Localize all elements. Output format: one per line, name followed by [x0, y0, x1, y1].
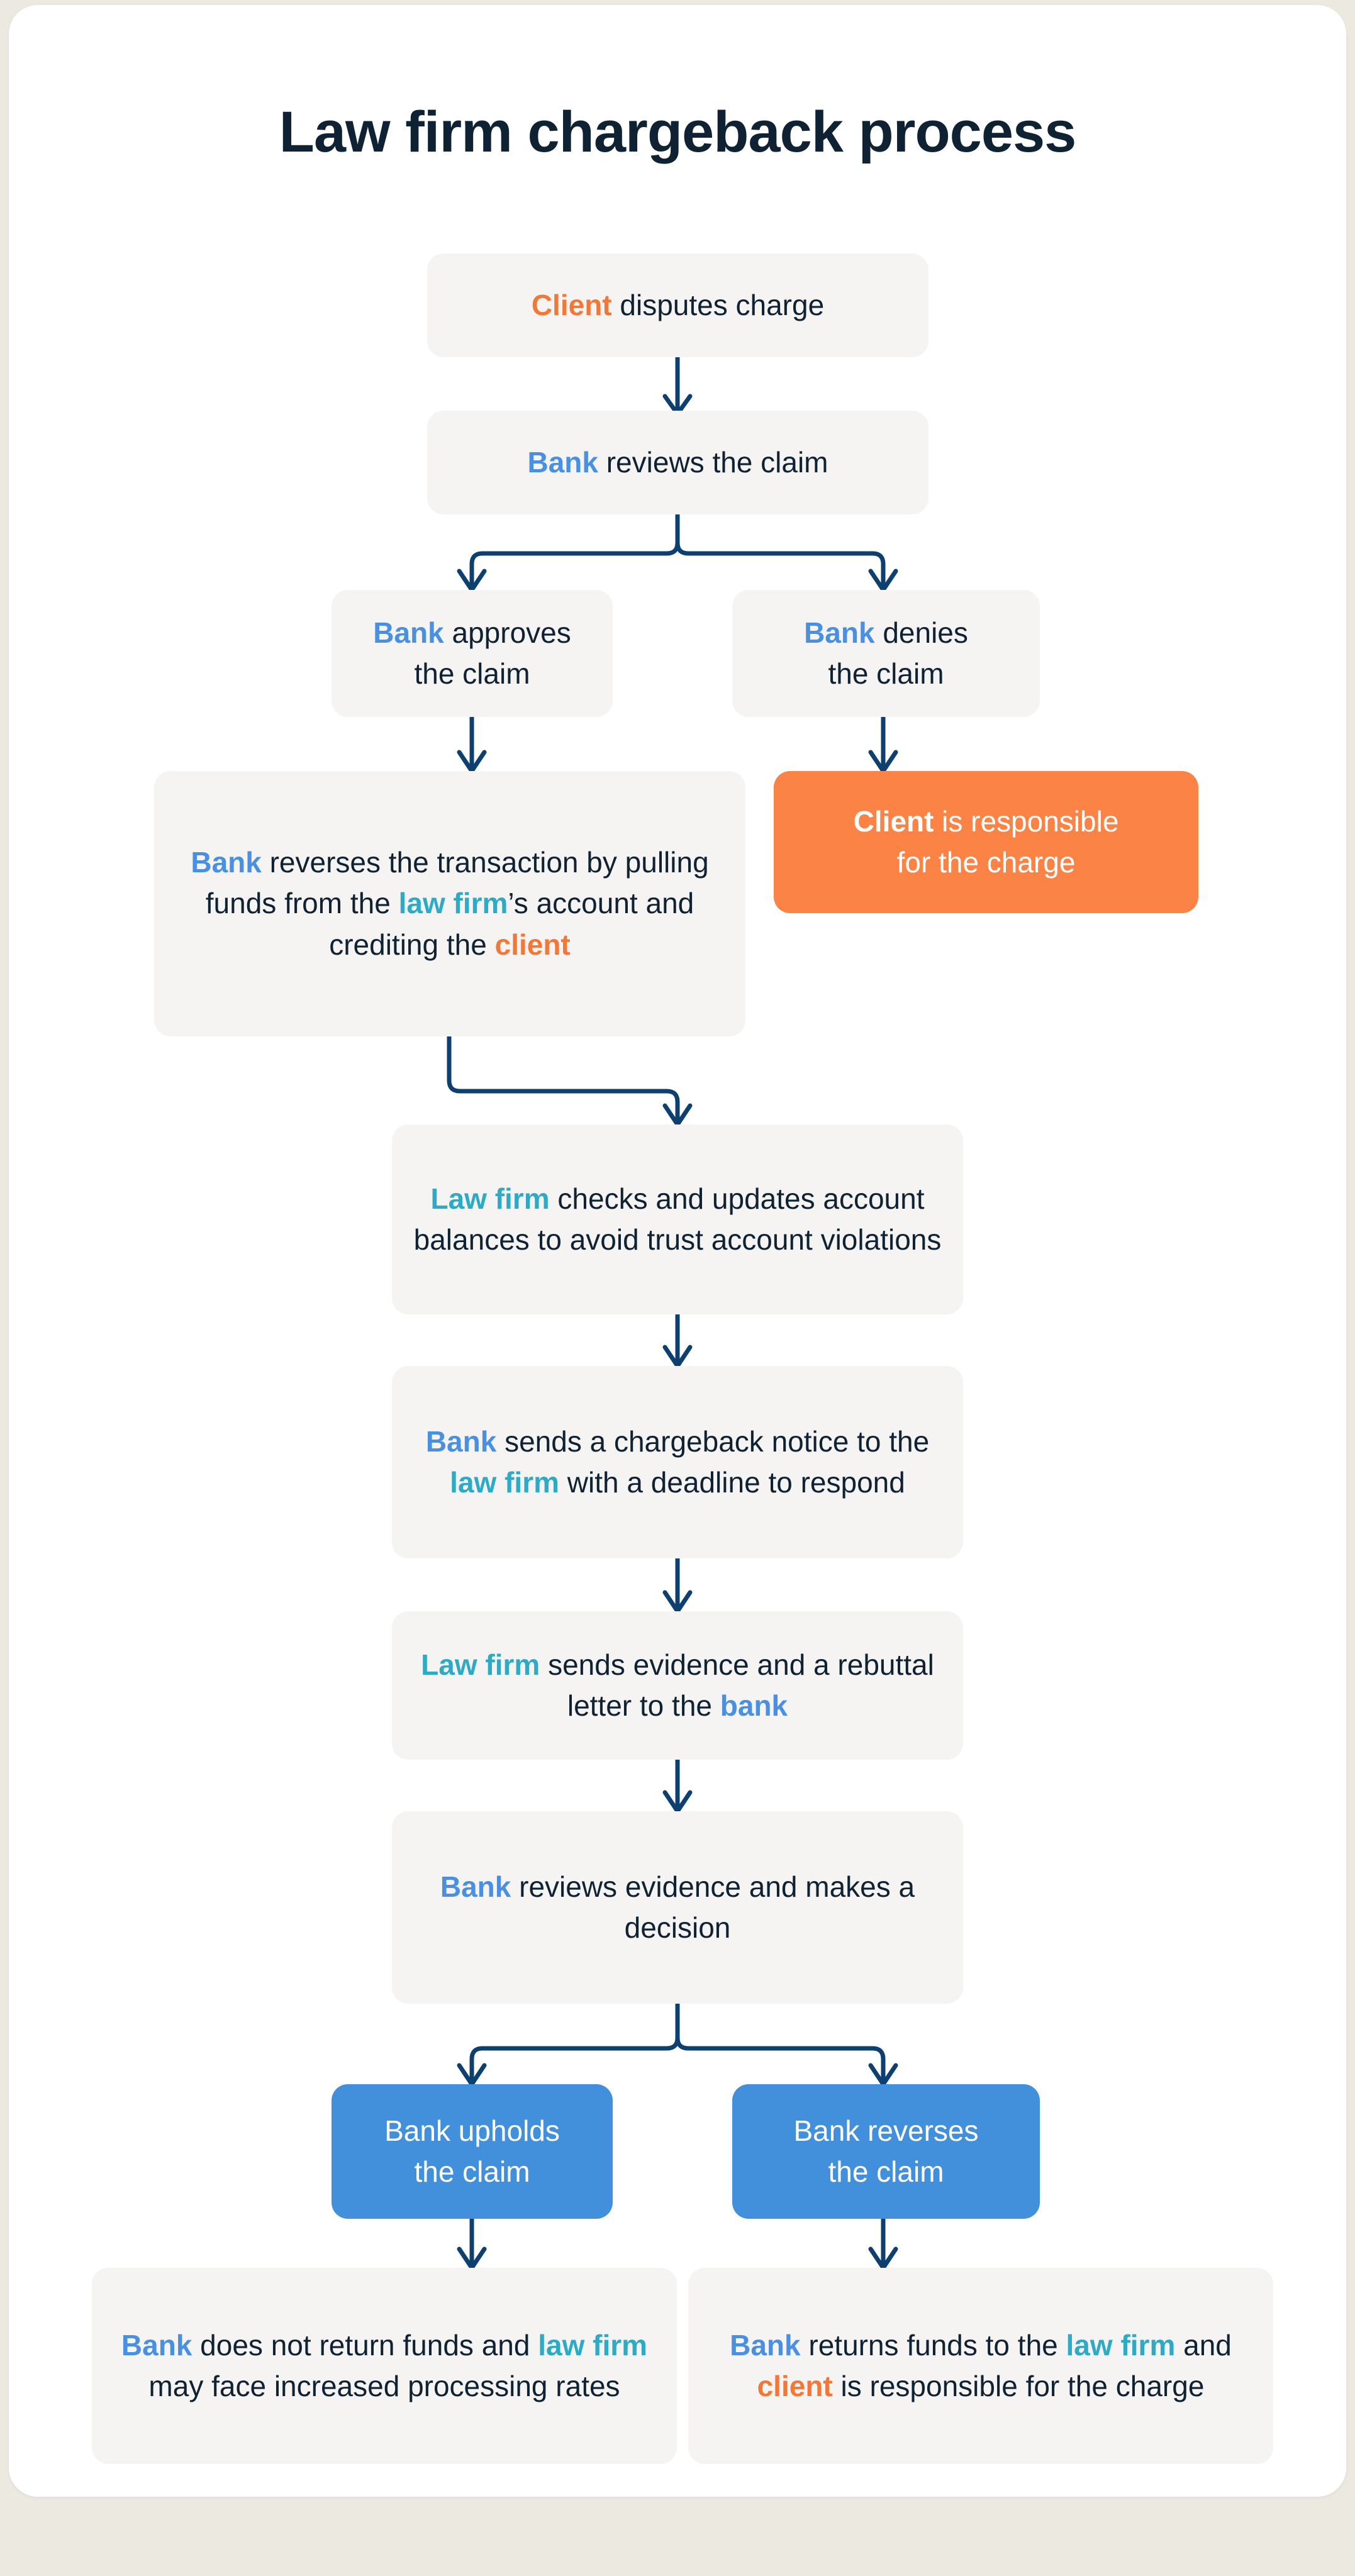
- node-bank-reviews-evidence[interactable]: Bank reviews evidence and makes a decisi…: [392, 1811, 963, 2004]
- node-text: Law firm checks and updates account bala…: [413, 1182, 942, 1256]
- node-law-firm-checks-balances[interactable]: Law firm checks and updates account bala…: [392, 1124, 963, 1314]
- node-text: Bank sends a chargeback notice to the la…: [425, 1424, 930, 1499]
- node-bank-does-not-return-funds[interactable]: Bank does not return funds and law firm …: [92, 2268, 677, 2464]
- flowchart-canvas: .ln { fill:none; stroke:#0D4070; stroke-…: [9, 5, 1346, 2497]
- node-bank-reverses-transaction[interactable]: Bank reverses the transaction by pulling…: [154, 771, 745, 1036]
- node-text: Bank returns funds to the law firm and c…: [730, 2328, 1232, 2402]
- node-text: Bank reviews the claim: [527, 445, 828, 479]
- node-text: Bank reverses the transaction by pulling…: [191, 846, 709, 961]
- node-text: Bank reviews evidence and makes a decisi…: [440, 1870, 915, 1944]
- page-title: Law firm chargeback process: [279, 100, 1077, 164]
- content-card: Law firm chargeback process .ln { fill:n…: [9, 5, 1346, 2497]
- node-bank-sends-chargeback-notice[interactable]: Bank sends a chargeback notice to the la…: [392, 1366, 963, 1558]
- node-client-disputes-charge[interactable]: Client disputes charge: [427, 253, 928, 357]
- node-bank-returns-funds[interactable]: Bank returns funds to the law firm and c…: [688, 2268, 1273, 2464]
- node-text: Bank does not return funds and law firm …: [121, 2328, 648, 2402]
- node-text: Client disputes charge: [531, 288, 825, 321]
- node-text: Law firm sends evidence and a rebuttal l…: [421, 1648, 934, 1722]
- node-bank-reviews-claim[interactable]: Bank reviews the claim: [427, 411, 928, 514]
- node-law-firm-sends-evidence[interactable]: Law firm sends evidence and a rebuttal l…: [392, 1611, 963, 1760]
